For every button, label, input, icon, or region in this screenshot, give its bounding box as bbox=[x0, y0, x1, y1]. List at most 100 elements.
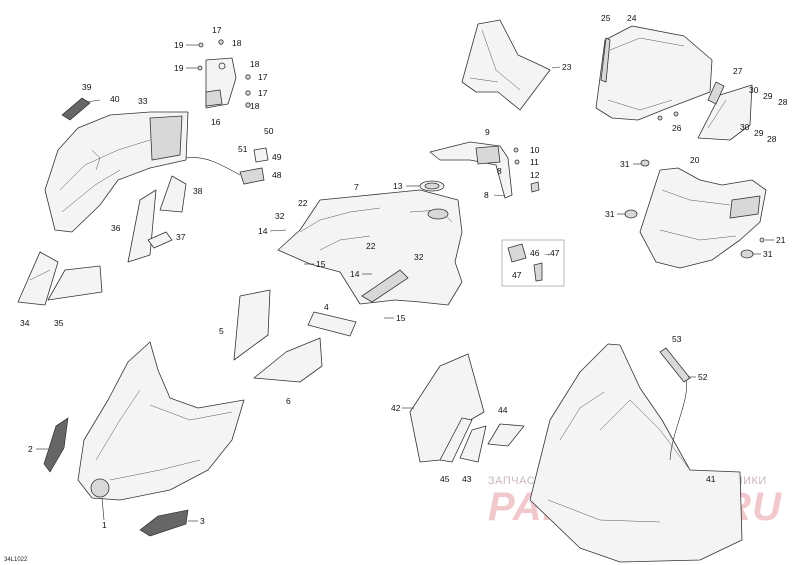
callout-13: 13 bbox=[393, 181, 403, 191]
callout-24: 24 bbox=[627, 13, 637, 23]
callout-15-top: 15 bbox=[316, 259, 326, 269]
part-37-panel[interactable] bbox=[147, 231, 173, 249]
callout-43: 43 bbox=[462, 474, 472, 484]
part-41-hood[interactable] bbox=[529, 343, 743, 563]
part-35-panel[interactable] bbox=[47, 265, 103, 301]
callout-5: 5 bbox=[219, 326, 224, 336]
callout-20: 20 bbox=[690, 155, 700, 165]
part-13-ring[interactable] bbox=[419, 180, 445, 192]
callout-50: 50 bbox=[264, 126, 274, 136]
part-39-40-reflector[interactable] bbox=[61, 97, 91, 121]
part-23-upper-cowl[interactable] bbox=[461, 19, 551, 111]
callout-29-top: 29 bbox=[763, 91, 773, 101]
callout-41: 41 bbox=[706, 474, 716, 484]
svg-text:→: → bbox=[543, 248, 552, 258]
part-38-panel[interactable] bbox=[159, 175, 187, 213]
part-25-trim[interactable] bbox=[600, 37, 611, 83]
part-43-panel[interactable] bbox=[459, 425, 487, 463]
callout-42: 42 bbox=[391, 403, 401, 413]
callout-31-top: 31 bbox=[620, 159, 630, 169]
callout-47: 47 bbox=[512, 270, 522, 280]
part-7-frame[interactable] bbox=[277, 189, 463, 306]
part-2-grille[interactable] bbox=[43, 417, 69, 473]
part-19-bolts bbox=[197, 42, 204, 71]
callout-27: 27 bbox=[733, 66, 743, 76]
callout-14-bottom: 14 bbox=[350, 269, 360, 279]
part-21-screw bbox=[759, 237, 765, 243]
callout-23: 23 bbox=[562, 62, 572, 72]
callout-28-bottom: 28 bbox=[767, 134, 777, 144]
callout-46: 46 bbox=[530, 248, 540, 258]
part-42-panel[interactable] bbox=[409, 353, 485, 463]
part-46-sensor[interactable] bbox=[507, 243, 527, 263]
callout-37: 37 bbox=[176, 232, 186, 242]
callout-26: 26 bbox=[672, 123, 682, 133]
callout-11: 11 bbox=[530, 157, 539, 167]
part-36-panel[interactable] bbox=[127, 189, 157, 263]
callout-53: 53 bbox=[672, 334, 682, 344]
callout-25: 25 bbox=[601, 13, 611, 23]
callout-30-bottom: 30 bbox=[740, 122, 750, 132]
callout-4: 4 bbox=[324, 302, 329, 312]
callout-8-bottom: 8 bbox=[484, 190, 489, 200]
callout-21: 21 bbox=[776, 235, 786, 245]
callout-14-top: 14 bbox=[258, 226, 268, 236]
callout-8-top: 8 bbox=[497, 166, 502, 176]
callout-34: 34 bbox=[20, 318, 30, 328]
callout-12: 12 bbox=[530, 170, 540, 180]
part-6-panel[interactable] bbox=[253, 337, 323, 383]
callout-40: 40 bbox=[110, 94, 120, 104]
part-47-screw bbox=[533, 262, 543, 282]
callout-6: 6 bbox=[286, 396, 291, 406]
part-9-bracket[interactable] bbox=[429, 141, 513, 199]
part-20-bracket[interactable] bbox=[639, 167, 767, 269]
callout-38: 38 bbox=[193, 186, 203, 196]
callout-36: 36 bbox=[111, 223, 121, 233]
part-52-53-strap[interactable] bbox=[659, 347, 691, 461]
callout-32-top: 32 bbox=[275, 211, 285, 221]
diagram-code: 34L1022 bbox=[4, 557, 28, 563]
callout-22-top: 22 bbox=[298, 198, 308, 208]
callout-16: 16 bbox=[211, 117, 221, 127]
callout-1: 1 bbox=[102, 520, 107, 530]
callout-44: 44 bbox=[498, 405, 508, 415]
part-10-11-12-fasteners bbox=[513, 147, 540, 193]
callout-9: 9 bbox=[485, 127, 490, 137]
part-26-fasteners bbox=[657, 111, 679, 121]
callout-46-47-box: 46 → 47 47 bbox=[501, 239, 565, 287]
part-31-grommets bbox=[624, 159, 754, 259]
callout-49: 49 bbox=[272, 152, 282, 162]
part-17-18-fasteners bbox=[218, 39, 251, 108]
callout-17-mid: 17 bbox=[258, 72, 268, 82]
callout-47-arrow: 47 bbox=[550, 248, 560, 258]
part-4-panel[interactable] bbox=[307, 311, 357, 337]
part-30-bracket[interactable] bbox=[707, 81, 725, 105]
callout-51: 51 bbox=[238, 144, 248, 154]
callout-19-top: 19 bbox=[174, 40, 184, 50]
callout-39: 39 bbox=[82, 82, 92, 92]
part-3-grille[interactable] bbox=[139, 509, 189, 537]
callout-10: 10 bbox=[530, 145, 540, 155]
part-45-panel[interactable] bbox=[439, 417, 473, 463]
callout-28-top: 28 bbox=[778, 97, 788, 107]
part-16-bracket[interactable] bbox=[205, 57, 237, 109]
part-49-clip[interactable] bbox=[253, 147, 269, 163]
part-48-connector[interactable] bbox=[185, 157, 265, 185]
callout-52: 52 bbox=[698, 372, 708, 382]
callout-22-bottom: 22 bbox=[366, 241, 376, 251]
part-34-panel[interactable] bbox=[17, 251, 59, 306]
callout-19-bottom: 19 bbox=[174, 63, 184, 73]
callout-15-bottom: 15 bbox=[396, 313, 406, 323]
part-1-front-nose[interactable] bbox=[77, 341, 245, 501]
part-5-panel[interactable] bbox=[233, 289, 271, 361]
callout-45: 45 bbox=[440, 474, 450, 484]
callout-labels: 39 40 33 38 36 37 34 35 17 19 19 18 18 1… bbox=[20, 13, 788, 530]
callout-30-top: 30 bbox=[749, 85, 759, 95]
part-24-windshield[interactable] bbox=[595, 25, 713, 121]
callout-31-mid: 31 bbox=[605, 209, 615, 219]
part-44-panel[interactable] bbox=[487, 423, 525, 447]
callout-17-top: 17 bbox=[212, 25, 222, 35]
part-33-side-panel[interactable] bbox=[44, 111, 189, 233]
callout-2: 2 bbox=[28, 444, 33, 454]
